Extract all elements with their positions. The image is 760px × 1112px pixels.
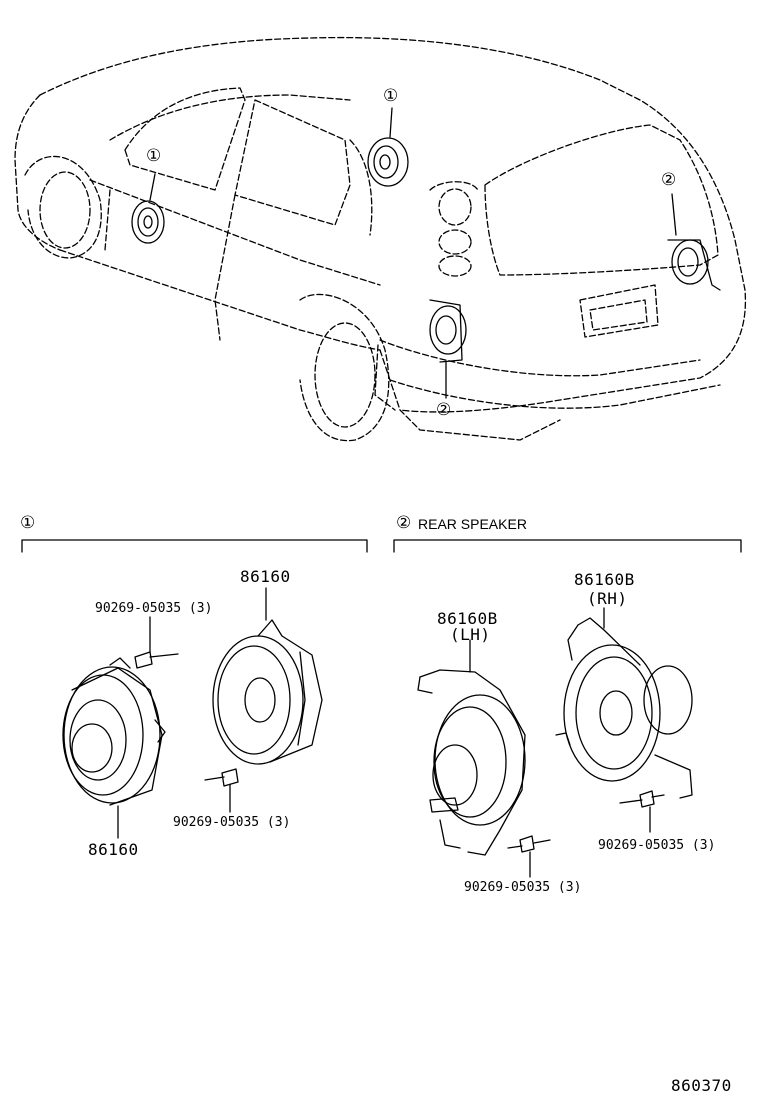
screw-label-1b: 90269-05035 (3)	[173, 815, 291, 830]
screw-2b	[619, 790, 665, 833]
screw-label-2b: 90269-05035 (3)	[598, 838, 716, 853]
callout-2-right: ②	[661, 170, 677, 190]
callout-1-left: ①	[146, 146, 162, 166]
car-speaker-rear-door	[367, 107, 409, 187]
section2-title: REAR SPEAKER	[418, 516, 527, 532]
screw-label-1a: 90269-05035 (3)	[95, 601, 213, 616]
screw-1b	[204, 768, 239, 813]
section2-bracket	[393, 539, 742, 553]
part-lh-suffix: (LH)	[450, 625, 491, 644]
speaker-86160-left	[62, 657, 166, 806]
figure-id: 860370	[671, 1076, 732, 1095]
screw-2a	[507, 835, 551, 878]
car-speaker-rear-rh	[667, 193, 721, 291]
part-86160B-rh: 86160B	[574, 570, 635, 589]
screw-1a	[134, 616, 179, 669]
section1-bracket	[21, 539, 368, 553]
part-86160B-lh: 86160B	[437, 609, 498, 628]
section1-marker: ①	[20, 513, 36, 533]
car-speaker-front-door	[131, 173, 165, 244]
screw-label-2a: 90269-05035 (3)	[464, 880, 582, 895]
part-rh-suffix: (RH)	[587, 589, 628, 608]
speaker-86160B-lh	[417, 669, 526, 856]
car-speaker-rear-lh	[429, 299, 467, 399]
car-outline	[14, 36, 747, 442]
callout-1-top: ①	[383, 86, 399, 106]
speaker-86160B-rh	[555, 617, 693, 799]
callout-2-bottom: ②	[436, 400, 452, 420]
speaker-86160-right	[212, 619, 323, 765]
part-86160-top: 86160	[240, 567, 291, 586]
section2-marker: ②	[396, 513, 412, 533]
part-86160-bottom: 86160	[88, 840, 139, 859]
